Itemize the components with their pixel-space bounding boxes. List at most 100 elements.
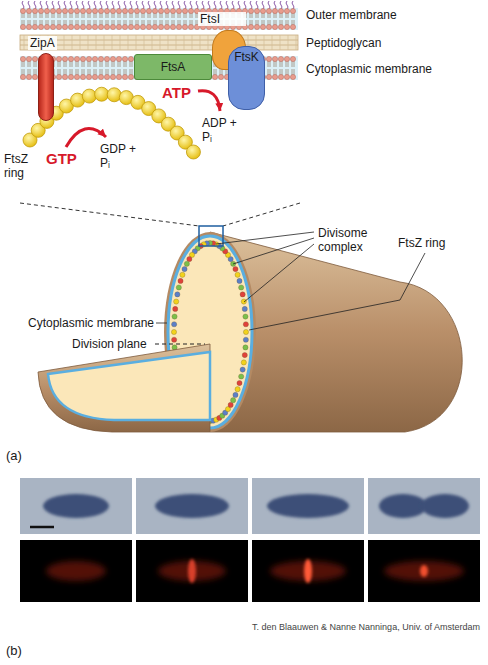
zoom-line <box>20 203 199 226</box>
atp-arrow <box>198 91 220 111</box>
leader-line <box>249 253 425 330</box>
lipid-tail <box>276 69 277 75</box>
lipid-head <box>74 56 79 61</box>
lipid-tail <box>60 69 61 75</box>
structure-label: FtsZ ring <box>398 236 445 250</box>
lipid-head <box>278 8 283 13</box>
lipid-head <box>140 8 145 13</box>
lipid-tail <box>70 69 71 75</box>
lipid-head <box>56 74 61 79</box>
peptidoglycan-crosslink <box>96 35 97 50</box>
lipid-tail <box>72 69 73 75</box>
phase-contrast-image <box>136 478 248 534</box>
lipid-head <box>86 8 91 13</box>
lps-chain <box>70 1 72 9</box>
lipid-tail <box>100 61 101 67</box>
lipid-head <box>92 8 97 13</box>
lipid-tail <box>60 61 61 67</box>
lipid-head <box>248 24 253 29</box>
lps-chain <box>136 1 138 9</box>
lipid-head <box>182 24 187 29</box>
lipid-tail <box>294 61 295 67</box>
peptidoglycan-crosslink <box>24 35 25 50</box>
lipid-head <box>266 56 271 61</box>
lipid-tail <box>76 61 77 67</box>
lipid-head <box>74 8 79 13</box>
lipid-head <box>248 8 253 13</box>
lipid-head <box>104 8 109 13</box>
lipid-head <box>104 56 109 61</box>
lps-chain <box>232 1 234 9</box>
lipid-tail <box>22 69 23 75</box>
lipid-head <box>80 56 85 61</box>
peptidoglycan-crosslink <box>280 35 281 50</box>
micrographs <box>20 478 480 602</box>
lps-chain <box>166 1 168 9</box>
lipid-tail <box>36 61 37 67</box>
lipid-tail <box>114 61 115 67</box>
lps-chain <box>46 1 48 9</box>
peptidoglycan-crosslink <box>208 35 209 50</box>
lipid-tail <box>282 61 283 67</box>
lipid-head <box>284 74 289 79</box>
leader-line <box>244 244 314 302</box>
lipid-head <box>212 74 217 79</box>
zipa-protein: ZipA <box>28 36 57 121</box>
protein-label: FtsK <box>234 50 259 64</box>
lipid-tail <box>268 69 269 75</box>
lps-chain <box>208 1 210 9</box>
lipid-tail <box>114 69 115 75</box>
lipid-head <box>62 8 67 13</box>
lipid-tail <box>292 69 293 75</box>
fluorescence-image <box>20 540 132 602</box>
peptidoglycan-crosslink <box>128 35 129 50</box>
nucleotide-label: GTP <box>46 150 77 168</box>
lipid-tail <box>24 61 25 67</box>
divisome-dot <box>243 345 248 350</box>
phase-contrast-image <box>20 478 132 534</box>
divisome-dot <box>243 314 248 319</box>
lipid-head <box>92 24 97 29</box>
divisome-dot <box>172 322 177 327</box>
divisome-dot <box>182 266 187 271</box>
lipid-tail <box>118 61 119 67</box>
lipid-tail <box>36 69 37 75</box>
lipid-head <box>110 8 115 13</box>
lipid-head <box>32 74 37 79</box>
lipid-tail <box>78 61 79 67</box>
divisome-dot <box>180 272 185 277</box>
lipid-tail <box>126 61 127 67</box>
peptidoglycan-crosslink <box>104 35 105 50</box>
lipid-tail <box>286 69 287 75</box>
peptidoglycan-crosslink <box>120 35 121 50</box>
lipid-head <box>170 24 175 29</box>
divisome-dot <box>242 352 247 357</box>
lipid-head <box>32 8 37 13</box>
divisome-dot <box>235 272 240 277</box>
lipid-head <box>254 24 259 29</box>
protein-shape <box>38 53 54 121</box>
leader-line <box>216 232 314 244</box>
lipid-head <box>284 56 289 61</box>
divisome-dot <box>231 398 236 403</box>
lipid-tail <box>288 61 289 67</box>
fluorescence-glow <box>384 561 464 581</box>
lipid-head <box>20 56 25 61</box>
lipid-head <box>122 24 127 29</box>
lipid-head <box>26 8 31 13</box>
peptidoglycan-crosslink <box>264 35 265 50</box>
lipid-tail <box>270 61 271 67</box>
fluorescence-glow <box>46 561 106 581</box>
lipid-head <box>146 8 151 13</box>
lps-chain <box>178 1 180 9</box>
divisome-dot <box>171 329 176 334</box>
lipid-head <box>278 74 283 79</box>
lipid-head <box>110 74 115 79</box>
peptidoglycan-crosslink <box>272 35 273 50</box>
lipid-tail <box>84 69 85 75</box>
lipid-head <box>80 74 85 79</box>
lipid-tail <box>288 69 289 75</box>
lipid-tail <box>132 69 133 75</box>
lipid-tail <box>274 61 275 67</box>
